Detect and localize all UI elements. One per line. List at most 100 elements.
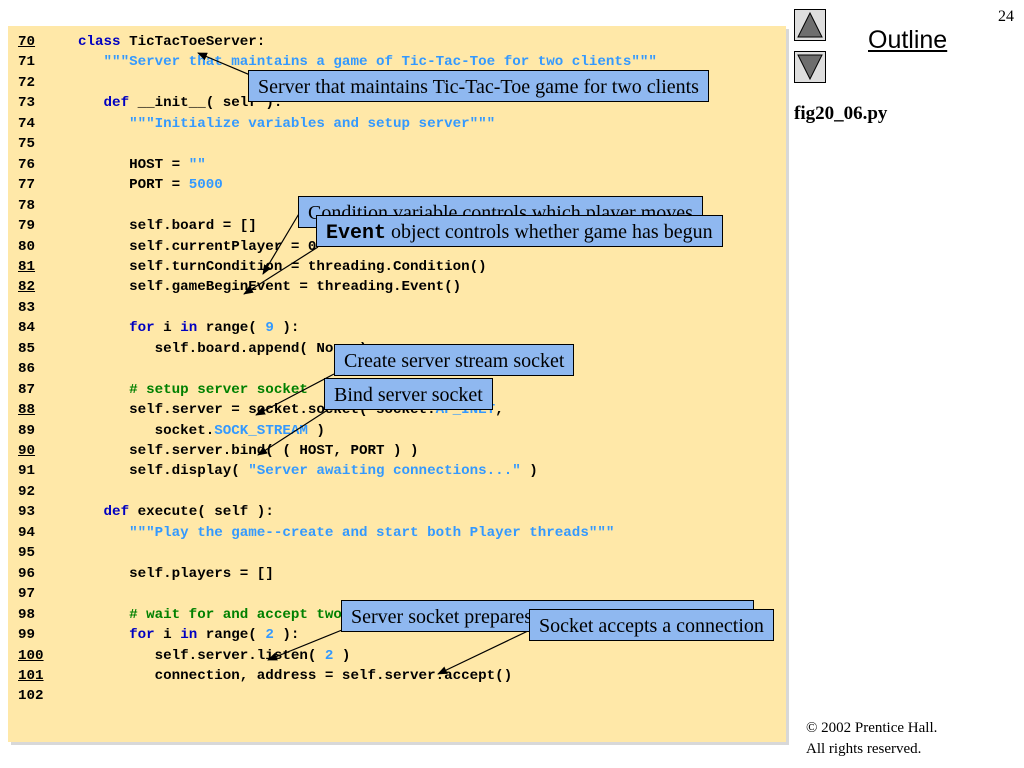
code-token: self.board.append( None )	[78, 340, 368, 357]
code-token: for	[129, 320, 155, 337]
line-number: 88	[18, 402, 36, 419]
copyright-line-1: © 2002 Prentice Hall.	[806, 720, 938, 736]
code-text: self.board = []	[78, 216, 257, 236]
line-number: 81	[18, 258, 36, 275]
line-number: 94	[18, 524, 36, 541]
code-token: socket.	[78, 422, 215, 439]
code-token: connection, address = self.server.accept…	[78, 667, 513, 684]
line-number: 89	[18, 422, 36, 439]
line-number: 70	[18, 34, 36, 50]
code-text: PORT = 5000	[78, 175, 223, 195]
line-number: 95	[18, 545, 36, 562]
line-number: 83	[18, 299, 36, 316]
code-token: self.server.bind( ( HOST, PORT ) )	[78, 443, 419, 459]
line-number: 80	[18, 238, 36, 255]
line-number: 85	[18, 340, 36, 357]
line-number: 101	[18, 667, 44, 684]
event-code-text: Event	[326, 222, 387, 245]
copyright-notice: © 2002 Prentice Hall. All rights reserve…	[806, 718, 937, 760]
line-number: 71	[18, 54, 36, 71]
code-token: self.currentPlayer = 0	[78, 238, 317, 255]
line-number: 78	[18, 197, 36, 214]
outline-link[interactable]: Outline	[868, 26, 948, 54]
code-token: PORT =	[78, 177, 189, 194]
code-token: TicTacToeServer:	[120, 34, 266, 50]
code-text: self.server.bind( ( HOST, PORT ) )	[78, 441, 419, 461]
line-number: 98	[18, 606, 36, 623]
code-text: """Play the game--create and start both …	[78, 523, 614, 543]
code-token: def	[103, 504, 130, 521]
code-token: self.players = []	[78, 565, 274, 582]
code-token: def	[103, 95, 130, 112]
code-token: """Play the game--create and start both …	[78, 524, 615, 541]
code-token: HOST =	[78, 156, 189, 173]
code-token: 2	[265, 627, 274, 644]
code-text: HOST = ""	[78, 155, 206, 175]
code-token: for	[129, 627, 155, 644]
line-number: 84	[18, 320, 36, 337]
code-token: self.display(	[78, 463, 249, 480]
line-number: 75	[18, 136, 36, 153]
code-text: self.players = []	[78, 564, 274, 584]
callout-bind-socket: Bind server socket	[324, 378, 493, 410]
code-text: socket.SOCK_STREAM )	[78, 421, 325, 441]
code-token: self.server.listen(	[78, 647, 325, 664]
line-number: 100	[18, 647, 44, 664]
copyright-line-2: All rights reserved.	[806, 741, 922, 757]
code-token: ):	[273, 320, 300, 337]
code-text: self.board.append( None )	[78, 339, 368, 359]
code-token: ,	[495, 402, 504, 419]
up-arrow-icon	[797, 11, 823, 38]
line-number: 76	[18, 156, 36, 173]
code-token	[78, 504, 104, 520]
callout-server-maintains: Server that maintains Tic-Tac-Toe game f…	[248, 70, 709, 102]
line-number: 79	[18, 218, 36, 235]
code-token: in	[180, 627, 198, 644]
callout-socket-accepts: Socket accepts a connection	[529, 609, 774, 641]
code-text: class TicTacToeServer:	[78, 32, 265, 52]
code-token: "Server awaiting connections..."	[248, 463, 521, 480]
code-token: )	[520, 463, 538, 480]
code-token	[78, 627, 129, 643]
line-number: 99	[18, 627, 36, 644]
code-text: self.currentPlayer = 0	[78, 237, 316, 257]
page-number: 24	[998, 8, 1014, 25]
code-text: connection, address = self.server.accept…	[78, 666, 513, 686]
line-number: 97	[18, 586, 36, 603]
code-token: )	[333, 647, 351, 664]
line-number: 102	[18, 688, 44, 705]
code-text: for i in range( 2 ):	[78, 625, 299, 645]
line-number: 90	[18, 443, 36, 459]
code-token: ""	[188, 156, 206, 173]
code-text: # setup server socket	[78, 380, 308, 400]
code-token: class	[78, 34, 121, 50]
code-text: self.turnCondition = threading.Condition…	[78, 257, 487, 277]
code-text: self.gameBeginEvent = threading.Event()	[78, 277, 461, 297]
code-token: self.board = []	[78, 218, 257, 235]
code-token: in	[180, 320, 198, 337]
code-token: """Initialize variables and setup server…	[78, 115, 496, 132]
code-token	[78, 95, 104, 111]
code-token: i	[154, 320, 181, 337]
line-number: 73	[18, 95, 36, 112]
line-number: 87	[18, 381, 36, 398]
line-number: 92	[18, 483, 36, 500]
code-text: self.server.listen( 2 )	[78, 646, 351, 666]
code-text: def execute( self ):	[78, 502, 274, 522]
code-text: """Initialize variables and setup server…	[78, 114, 495, 134]
nav-up-button[interactable]	[794, 9, 826, 41]
code-token: self.gameBeginEvent = threading.Event()	[78, 279, 462, 296]
code-token: range(	[197, 627, 266, 644]
code-token: 5000	[188, 177, 223, 194]
code-token: self.turnCondition = threading.Condition…	[78, 258, 487, 275]
code-token: SOCK_STREAM	[214, 422, 308, 439]
file-name: fig20_06.py	[794, 103, 888, 124]
line-number: 91	[18, 463, 36, 480]
nav-down-button[interactable]	[794, 51, 826, 83]
code-token: execute( self ):	[129, 504, 274, 521]
code-token: # setup server socket	[78, 381, 308, 398]
callout-event-object: Event object controls whether game has b…	[316, 215, 723, 247]
line-number: 77	[18, 177, 36, 194]
code-text: self.display( "Server awaiting connectio…	[78, 461, 538, 481]
code-token: ):	[273, 627, 300, 644]
